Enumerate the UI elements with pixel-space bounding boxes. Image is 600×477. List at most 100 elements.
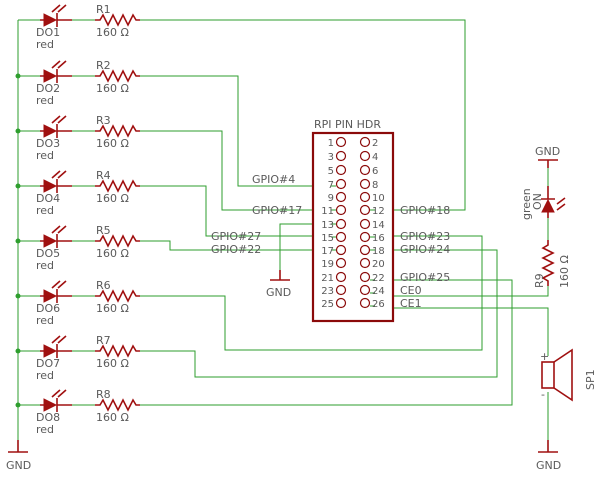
header-title: RPI PIN HDR: [314, 118, 381, 131]
gpio17-label: GPIO#17: [252, 204, 302, 217]
led8-branch-wire: [18, 279, 513, 406]
led2-branch-wire: [18, 75, 331, 187]
led-color: red: [36, 149, 54, 162]
left-ground-symbol: GND: [6, 440, 31, 472]
speaker-minus: -: [541, 388, 545, 401]
right-top-ground-label: GND: [535, 145, 560, 158]
pin-number: 11: [321, 206, 334, 217]
rpi-pin-header: RPI PIN HDR 1 3 5 7 9 11 13: [311, 118, 395, 323]
pin-number: 5: [328, 166, 334, 177]
right-bottom-ground-symbol: GND: [536, 440, 561, 472]
pin-number: 9: [328, 193, 334, 204]
led-color: red: [36, 259, 54, 272]
led-icon: [43, 13, 58, 27]
pin-number: 2: [372, 138, 378, 149]
resistor-ref: R4: [96, 169, 111, 182]
power-led-label: ON: [531, 193, 544, 210]
pin-number: 18: [372, 246, 385, 257]
resistor-ref: R8: [96, 388, 111, 401]
led5-branch-wire: [18, 240, 331, 251]
ce1-label: CE1: [400, 297, 422, 310]
even-pin-numbers: 2 4 6 8 10 12 14 16 18 20 22 24 26: [372, 138, 385, 310]
pin-number: 14: [372, 220, 385, 231]
pin-number: 19: [321, 259, 334, 270]
led7-branch-wire: [18, 249, 498, 378]
pin-number: 3: [328, 152, 334, 163]
resistor-value: 160 Ω: [96, 302, 129, 315]
speaker-icon: [541, 361, 555, 389]
led-ref: DO8: [36, 411, 60, 424]
pin-number: 23: [321, 286, 334, 297]
pin-number: 22: [372, 273, 385, 284]
led-color: red: [36, 314, 54, 327]
power-led: green ON: [520, 186, 566, 220]
odd-pin-numbers: 1 3 5 7 9 11 13 15 17 19 21 23 25: [321, 138, 334, 310]
pin-number: 12: [372, 206, 385, 217]
led-color: red: [36, 369, 54, 382]
speaker-ref: SP1: [584, 369, 597, 390]
led4-branch-wire: [18, 185, 331, 237]
gpio18-label: GPIO#18: [400, 204, 450, 217]
pin-number: 20: [372, 259, 385, 270]
speaker-wire: [375, 307, 549, 450]
pin-number: 4: [372, 152, 378, 163]
header-ground-symbol: GND: [266, 270, 291, 299]
power-led-color: green: [520, 188, 533, 220]
gpio23-label: GPIO#23: [400, 230, 450, 243]
resistor-ref: R7: [96, 334, 111, 347]
pin-number: 1: [328, 138, 334, 149]
pin-number: 24: [372, 286, 385, 297]
led-row-4: DO4 red R4 160 Ω: [36, 169, 140, 217]
led1-branch-wire: [18, 19, 466, 211]
led-ref: DO2: [36, 82, 60, 95]
gpio24-label: GPIO#24: [400, 243, 450, 256]
pin-number: 16: [372, 233, 385, 244]
gpio4-label: GPIO#4: [252, 173, 295, 186]
pin-number: 6: [372, 166, 378, 177]
header-pins: [335, 136, 371, 309]
led-ref: DO6: [36, 302, 60, 315]
led-row-6: DO6 red R6 160 Ω: [36, 279, 140, 327]
resistor-value: 160 Ω: [96, 192, 129, 205]
led-row-3: DO3 red R3 160 Ω: [36, 114, 140, 162]
header-ground-label: GND: [266, 286, 291, 299]
power-resistor: R9 160 Ω: [533, 240, 571, 288]
resistor-ref: R1: [96, 3, 111, 16]
right-bottom-ground-label: GND: [536, 459, 561, 472]
gpio-net-labels: GPIO#4 GPIO#17 GPIO#27 GPIO#22 GPIO#18 G…: [211, 173, 450, 310]
resistor-ref: R6: [96, 279, 111, 292]
led-row-7: DO7 red R7 160 Ω: [36, 334, 140, 382]
led3-branch-wire: [18, 130, 331, 211]
led-ref: DO7: [36, 357, 60, 370]
led-ref: DO4: [36, 192, 60, 205]
led-ref: DO1: [36, 26, 60, 39]
led-color: red: [36, 38, 54, 51]
resistor-ref: R5: [96, 224, 111, 237]
resistor-icon: [95, 13, 140, 27]
led-ref: DO3: [36, 137, 60, 150]
led-color: red: [36, 423, 54, 436]
power-resistor-value: 160 Ω: [558, 255, 571, 288]
led-color: red: [36, 94, 54, 107]
ce0-label: CE0: [400, 284, 422, 297]
speaker-plus: +: [540, 350, 549, 363]
left-ground-label: GND: [6, 459, 31, 472]
resistor-icon: [541, 240, 555, 286]
pin-number: 25: [321, 299, 334, 310]
resistor-ref: R2: [96, 59, 111, 72]
gpio27-label: GPIO#27: [211, 230, 261, 243]
resistor-value: 160 Ω: [96, 82, 129, 95]
pin-number: 26: [372, 299, 385, 310]
pin-number: 17: [321, 246, 334, 257]
pin-number: 13: [321, 220, 334, 231]
resistor-value: 160 Ω: [96, 137, 129, 150]
power-resistor-ref: R9: [533, 273, 546, 288]
led-color: red: [36, 204, 54, 217]
pin-number: 8: [372, 180, 378, 191]
gpio22-label: GPIO#22: [211, 243, 261, 256]
pin-number: 10: [372, 193, 385, 204]
led6-branch-wire: [18, 235, 483, 351]
right-top-ground-symbol: GND: [535, 145, 560, 168]
gpio25-label: GPIO#25: [400, 271, 450, 284]
